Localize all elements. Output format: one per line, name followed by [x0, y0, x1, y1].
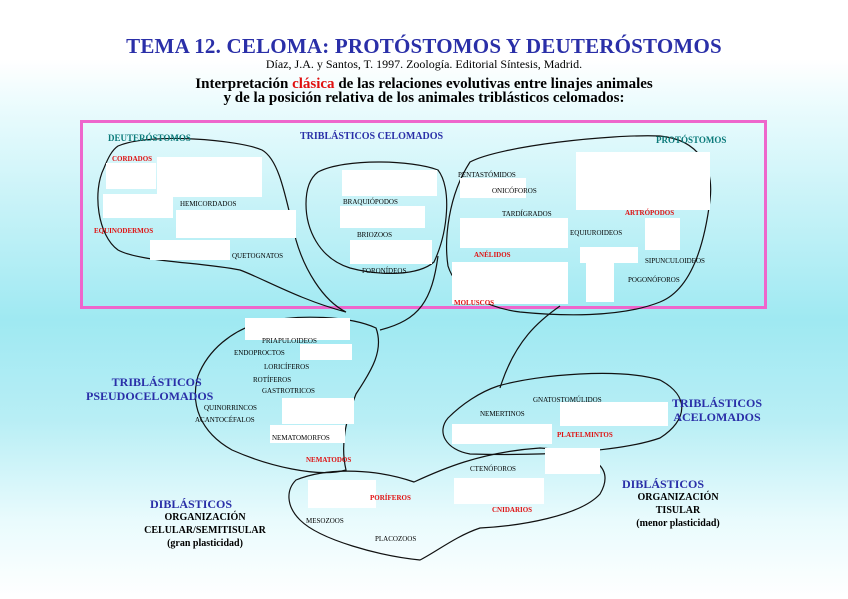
artropodos-image: [576, 152, 710, 210]
deuterostomos-label: DEUTERÓSTOMOS: [108, 133, 191, 143]
citation: Díaz, J.A. y Santos, T. 1997. Zoología. …: [265, 57, 583, 71]
rotiferos-label: ROTÍFEROS: [253, 376, 292, 384]
organizacion-tisular-note: ORGANIZACIÓN TISULAR (menor plasticidad): [618, 491, 738, 530]
foronideos-image: [350, 240, 432, 264]
sipunculoideos-label: SIPUNCULOIDEOS: [645, 257, 705, 265]
cnidarios-image: [454, 478, 544, 504]
tisular-line-1: ORGANIZACIÓN: [637, 492, 719, 503]
acelomados-line-2: ACELOMADOS: [673, 410, 761, 424]
tardigrados-label: TARDÍGRADOS: [502, 210, 552, 218]
acelomados-group: TRIBLÁSTICOS ACELOMADOS: [672, 396, 762, 424]
tisular-line-3: (menor plasticidad): [636, 518, 720, 529]
pseudocelomados-line-1: TRIBLÁSTICOS: [111, 375, 202, 389]
pogonoforos-label: POGONÓFOROS: [628, 276, 680, 284]
artropodos-label: ARTRÓPODOS: [625, 209, 675, 217]
intro-line-2: y de la posición relativa de los animale…: [223, 90, 625, 106]
equiuroideos-label: EQUIUROIDEOS: [570, 229, 623, 237]
priapuloideos-image: [245, 318, 350, 340]
page-title: TEMA 12. CELOMA: PROTÓSTOMOS Y DEUTERÓST…: [126, 34, 722, 58]
pentastomidos-label: PENTASTÓMIDOS: [458, 171, 516, 179]
lophophorate-outline: [305, 161, 448, 274]
platelmintos-label: PLATELMINTOS: [557, 431, 613, 439]
endoproctos-label: ENDOPROCTOS: [234, 349, 285, 357]
acelomados-line-1: TRIBLÁSTICOS: [672, 396, 763, 410]
ctenoforos-label: CTENÓFOROS: [470, 465, 516, 473]
protostomos-label: PROTÓSTOMOS: [656, 135, 727, 145]
diblasticos-outline: [288, 447, 606, 561]
braquiopodos-label: BRAQUIÓPODOS: [343, 198, 398, 206]
ctenoforos-image: [545, 448, 600, 474]
nematomorfos-image: [270, 425, 345, 443]
pseudocelomados-line-2: PSEUDOCELOMADOS: [86, 389, 214, 403]
celular-line-2: CELULAR/SEMITISULAR: [144, 525, 266, 536]
placozoos-label: PLACOZOOS: [375, 535, 417, 543]
briozoos-label: BRIOZOOS: [357, 231, 393, 239]
cordados-image-2: [106, 163, 156, 189]
tardigrados-image: [460, 218, 568, 248]
gastrotricos-image: [282, 398, 354, 424]
stem-line: [379, 255, 439, 331]
equinodermos-image: [176, 210, 296, 238]
briozoos-image: [340, 206, 425, 228]
celomados-box: [80, 120, 767, 309]
hemicordados-image: [103, 194, 173, 218]
acantocefalos-label: ACANTOCÉFALOS: [195, 416, 255, 424]
quinorrincos-label: QUINORRINCOS: [204, 404, 257, 412]
braquiopodos-image: [342, 170, 437, 196]
celular-line-3: (gran plasticidad): [167, 538, 243, 549]
moluscos-label: MOLUSCOS: [454, 299, 495, 307]
intro-line-1: Interpretación clásica de las relaciones…: [0, 76, 848, 92]
cordados-image: [157, 157, 262, 197]
organizacion-celular-note: ORGANIZACIÓN CELULAR/SEMITISULAR (gran p…: [130, 511, 280, 550]
triblasticos-celomados-label: TRIBLÁSTICOS CELOMADOS: [300, 131, 444, 142]
sipunculoideos-image: [580, 247, 638, 263]
acelomados-outline: [442, 372, 683, 456]
pseudocelomados-group: TRIBLÁSTICOS PSEUDOCELOMADOS: [86, 375, 213, 403]
priapuloideos-label: PRIAPULOIDEOS: [262, 337, 317, 345]
nemertinos-label: NEMERTINOS: [480, 410, 525, 418]
quetognatos-image: [150, 240, 230, 260]
intro-highlight: clásica: [292, 76, 335, 92]
tisular-line-2: TISULAR: [655, 505, 701, 516]
quetognatos-label: QUETOGNATOS: [232, 252, 284, 260]
pogonoforos-image: [586, 262, 614, 302]
nemertinos-image: [560, 402, 668, 426]
poriferos-image: [308, 480, 376, 508]
celular-line-1: ORGANIZACIÓN: [164, 512, 246, 523]
anelidos-label: ANÉLIDOS: [474, 251, 511, 259]
intro-text-b: de las relaciones evolutivas entre linaj…: [334, 76, 653, 92]
foronideos-label: FORONÍDEOS: [362, 267, 407, 275]
platelmintos-image: [452, 424, 552, 444]
cnidarios-label: CNIDARIOS: [492, 506, 533, 514]
acelomados-link: [499, 305, 561, 389]
poriferos-label: PORÍFEROS: [370, 494, 411, 502]
gnatostomulidos-label: GNATOSTOMÚLIDOS: [533, 396, 602, 404]
cordados-label: CORDADOS: [112, 155, 153, 163]
intro-text-a: Interpretación: [195, 76, 293, 92]
nematodos-label: NEMATODOS: [306, 456, 352, 464]
gastrotricos-label: GASTROTRICOS: [262, 387, 315, 395]
nematomorfos-label: NEMATOMORFOS: [272, 434, 330, 442]
hemicordados-label: HEMICORDADOS: [180, 200, 237, 208]
equinodermos-label: EQUINODERMOS: [94, 227, 154, 235]
endoproctos-image: [300, 344, 352, 360]
diblasticos-right-label: DIBLÁSTICOS: [622, 477, 705, 491]
loriciferos-label: LORICÍFEROS: [264, 363, 310, 371]
anelidos-image: [452, 262, 568, 304]
protostome-outline: [446, 135, 712, 316]
diblasticos-left-label: DIBLÁSTICOS: [150, 497, 233, 511]
mesozoos-label: MESOZOOS: [306, 517, 344, 525]
onicoforos-image: [460, 178, 526, 198]
equiuroideos-image: [645, 218, 680, 250]
pseudocelomados-outline: [194, 316, 380, 474]
deuterostome-outline: [97, 137, 347, 313]
onicoforos-label: ONICÓFOROS: [492, 187, 537, 195]
